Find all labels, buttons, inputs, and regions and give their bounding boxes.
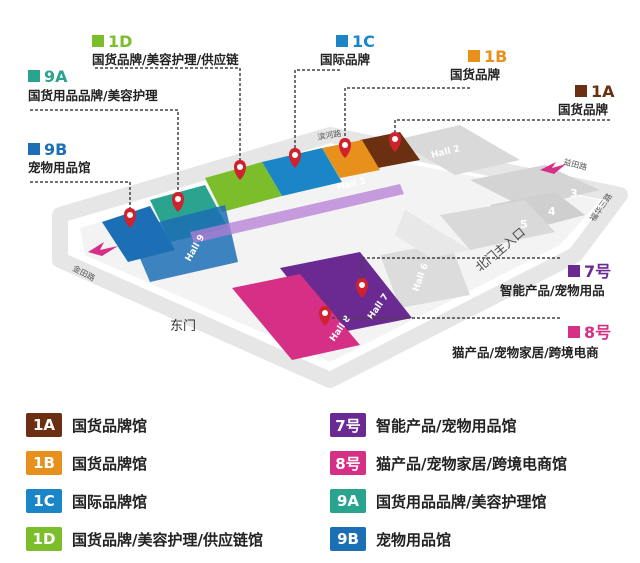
east-gate-arrow-icon (88, 242, 118, 256)
zone-label-9a: 9A 国货用品品牌/美容护理 (28, 67, 158, 103)
north-entrance-plaza (395, 210, 470, 258)
hall-1d-block (205, 162, 282, 212)
pin-9a-icon (172, 192, 184, 212)
legend-text-9b: 宠物用品馆 (376, 530, 452, 549)
leader-1c (294, 69, 340, 160)
walkway (190, 184, 404, 243)
legend-item-9a: 9A 国货用品品牌/美容护理馆 (330, 488, 546, 514)
leader-1b (344, 87, 470, 150)
legend: 1A 国货品牌馆 1B 国货品牌馆 1C 国际品牌馆 1D 国货品牌/美容护理/… (0, 400, 640, 563)
hall-5-label: 5 (520, 218, 528, 231)
legend-item-9b: 9B 宠物用品馆 (330, 526, 451, 552)
hall-1c-block (262, 148, 342, 196)
zone-label-1a: 1A 国货品牌 (558, 82, 615, 117)
legend-badge-7: 7号 (330, 413, 366, 437)
svg-text:智能产品/宠物用品: 智能产品/宠物用品 (499, 283, 605, 298)
zone-label-1d: 1D 国货品牌/美容护理/供应链 (92, 32, 239, 67)
east-gate-label: 东门 (170, 319, 196, 334)
legend-badge-1a: 1A (26, 413, 62, 437)
hall-4-label: 4 (548, 205, 556, 218)
legend-text-9a: 国货用品品牌/美容护理馆 (376, 492, 547, 511)
legend-text-1d: 国货品牌/美容护理/供应链馆 (72, 530, 263, 549)
leader-7 (361, 257, 560, 290)
pin-7-icon (356, 278, 368, 298)
road-east-top-label: 益田路 (562, 156, 588, 172)
legend-item-7: 7号 智能产品/宠物用品馆 (330, 412, 516, 438)
pin-8-icon (319, 306, 331, 326)
hall-3-block (470, 165, 600, 208)
hall-1a-block (360, 132, 420, 168)
leader-9b (30, 181, 131, 220)
hall-9-block (128, 205, 238, 282)
svg-text:8号: 8号 (584, 323, 611, 342)
legend-item-1c: 1C 国际品牌馆 (26, 488, 147, 514)
svg-text:9B: 9B (44, 140, 67, 159)
legend-item-1a: 1A 国货品牌馆 (26, 412, 147, 438)
legend-badge-9b: 9B (330, 527, 366, 551)
svg-text:猫产品/宠物家居/跨境电商: 猫产品/宠物家居/跨境电商 (452, 345, 599, 360)
svg-text:国货品牌/美容护理/供应链: 国货品牌/美容护理/供应链 (92, 52, 239, 67)
legend-badge-1b: 1B (26, 451, 62, 475)
hall-5-block (440, 200, 555, 250)
leader-1d (95, 67, 241, 175)
leader-9a (30, 109, 179, 205)
location-pins (124, 132, 401, 326)
pin-9b-icon (124, 208, 136, 228)
west-arrow-icon (540, 162, 566, 174)
road-ring (52, 127, 628, 388)
zone-label-9b: 9B 宠物用品馆 (28, 140, 91, 175)
legend-badge-8: 8号 (330, 451, 366, 475)
legend-text-8: 猫产品/宠物家居/跨境电商馆 (376, 454, 567, 473)
svg-text:国际品牌: 国际品牌 (320, 52, 371, 67)
legend-item-1d: 1D 国货品牌/美容护理/供应链馆 (26, 526, 263, 552)
legend-badge-1d: 1D (26, 527, 62, 551)
pin-1a-icon (389, 132, 401, 152)
legend-badge-9a: 9A (330, 489, 366, 513)
hall-2-block (395, 125, 520, 175)
legend-badge-1c: 1C (26, 489, 62, 513)
zone-label-1b: 1B 国货品牌 (450, 47, 507, 82)
legend-text-1b: 国货品牌馆 (72, 454, 148, 473)
svg-text:国货品牌: 国货品牌 (558, 102, 609, 117)
legend-item-1b: 1B 国货品牌馆 (26, 450, 147, 476)
svg-text:国货品牌: 国货品牌 (450, 67, 501, 82)
legend-text-7: 智能产品/宠物用品馆 (376, 416, 517, 435)
svg-text:9A: 9A (44, 67, 68, 86)
south-arrow-icon (295, 343, 322, 356)
hall-7-block (280, 252, 412, 334)
pin-1c-icon (289, 148, 301, 168)
svg-text:1C: 1C (352, 32, 375, 51)
svg-text:1B: 1B (484, 47, 507, 66)
legend-text-1c: 国际品牌馆 (72, 492, 148, 511)
pin-1b-icon (339, 138, 351, 158)
hall-8-block (232, 274, 360, 360)
zone-label-1c: 1C 国际品牌 (320, 32, 375, 67)
legend-text-1a: 国货品牌馆 (72, 416, 148, 435)
exhibition-map: Hall 1 Hall 2 3 4 5 Hall 6 Hall 7 Hall 8… (28, 32, 628, 388)
svg-text:1A: 1A (591, 82, 615, 101)
zone-label-7: 7号 智能产品/宠物用品 (499, 262, 611, 298)
svg-text:国货用品品牌/美容护理: 国货用品品牌/美容护理 (28, 88, 158, 103)
zone-label-8: 8号 猫产品/宠物家居/跨境电商 (452, 323, 611, 360)
svg-text:7号: 7号 (584, 262, 611, 281)
hall-3-label: 3 (570, 187, 578, 200)
pin-1d-icon (234, 160, 246, 180)
legend-item-8: 8号 猫产品/宠物家居/跨境电商馆 (330, 450, 567, 476)
road-north-label: 滨河路 (317, 128, 342, 142)
hall-1b-block (322, 140, 380, 178)
svg-text:宠物用品馆: 宠物用品馆 (28, 160, 91, 175)
svg-text:1D: 1D (108, 32, 132, 51)
